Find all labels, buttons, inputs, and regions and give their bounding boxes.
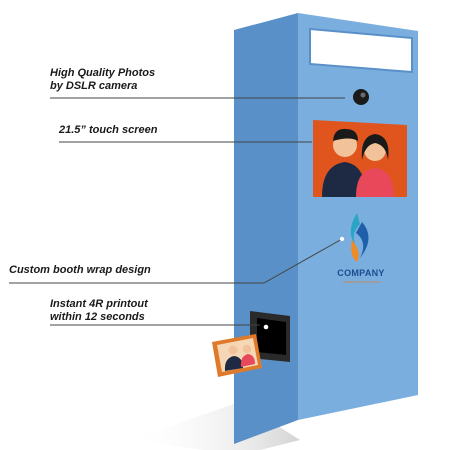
callout-photos-line2: by DSLR camera — [50, 80, 138, 92]
callout-photos-line1: High Quality Photos — [50, 67, 156, 79]
callout-high-quality-photos: High Quality Photos by DSLR camera — [50, 67, 155, 93]
booth-front-face — [298, 13, 418, 420]
camera-lens-icon — [353, 89, 369, 105]
print-slot-opening — [257, 318, 286, 355]
company-tagline: LOREM IPSUM DOLOR SIT — [342, 280, 381, 284]
callout-print-line2: within 12 seconds — [50, 311, 145, 323]
callout-touch-screen: 21.5” touch screen — [59, 124, 158, 136]
couple-photo-on-screen — [322, 128, 394, 197]
callout-line-booth-wrap — [9, 238, 343, 284]
camera-lens-inner-icon — [360, 92, 366, 98]
printed-photo — [212, 334, 262, 377]
callout-booth-wrap: Custom booth wrap design — [9, 264, 151, 276]
booth-side-face — [234, 13, 298, 444]
callout-instant-printout: Instant 4R printout within 12 seconds — [50, 298, 148, 324]
company-name: COMPANY — [337, 268, 385, 278]
print-slot-dot — [263, 324, 269, 330]
callout-dot-booth-wrap — [339, 236, 345, 242]
callout-print-line1: Instant 4R printout — [50, 298, 148, 310]
top-display-panel — [309, 27, 413, 74]
company-flame-logo-icon — [350, 213, 369, 262]
